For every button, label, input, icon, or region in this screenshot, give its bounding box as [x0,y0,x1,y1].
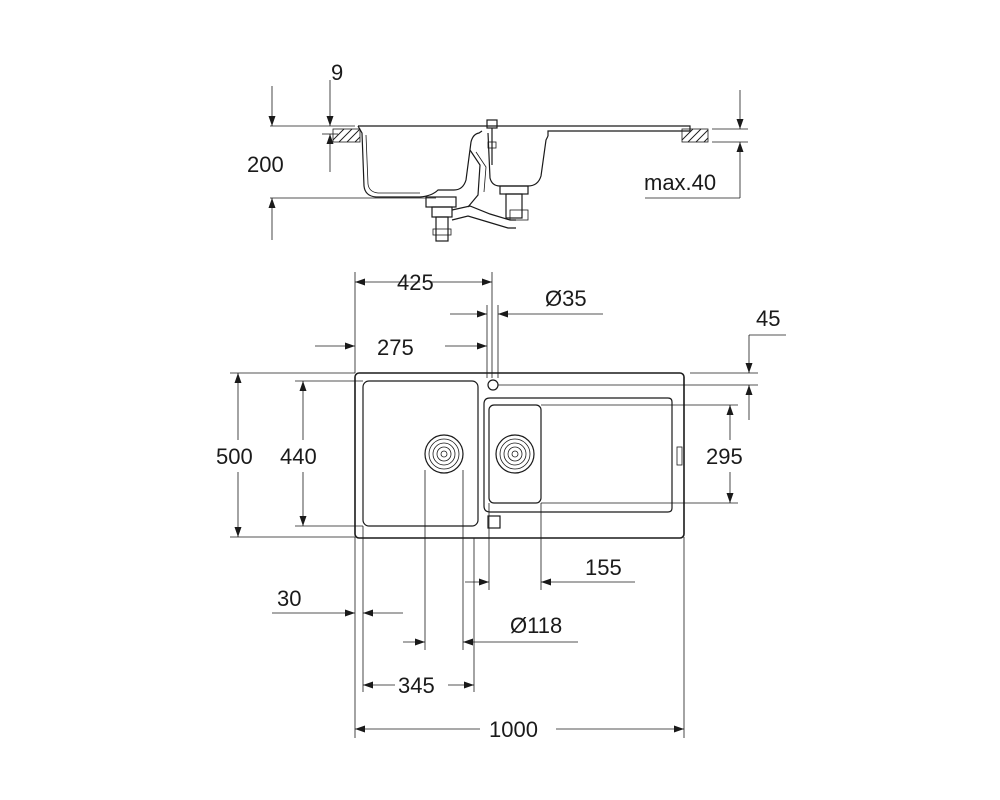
countertop-left [332,128,361,143]
dim-295-label: 295 [706,444,743,469]
dim-200-label: 200 [247,152,284,177]
small-bowl-profile [487,132,549,187]
dim-155-label: 155 [585,555,622,580]
dim-275-label: 275 [377,335,414,360]
tap-hole [487,379,499,391]
side-clip [676,446,683,466]
main-bowl [362,380,479,527]
overflow-outlet [487,515,501,529]
small-bowl-drain [495,434,535,474]
dim-max40-label: max.40 [644,170,716,195]
countertop-right [681,128,709,143]
dim-9-label: 9 [331,60,343,85]
tap-hole-fitting [486,119,498,129]
small-bowl [488,404,542,504]
main-bowl-drain [424,434,464,474]
dim-118-label: Ø118 [510,613,562,638]
dim-425-label: 425 [397,270,434,295]
sink-rim [358,125,691,136]
side-view: 9 200 max.40 [247,60,748,242]
dim-1000-label: 1000 [489,717,538,742]
main-bowl-profile [357,125,483,198]
dim-45-label: 45 [756,306,780,331]
drain-trap [425,149,529,242]
top-view: 425 Ø35 275 45 500 440 29 [216,270,786,742]
sink-outline [354,372,685,539]
dim-30-label: 30 [277,586,301,611]
dim-500-label: 500 [216,444,253,469]
dim-440-label: 440 [280,444,317,469]
dim-345-label: 345 [398,673,435,698]
dim-35-label: Ø35 [545,286,587,311]
drainer [483,397,673,513]
